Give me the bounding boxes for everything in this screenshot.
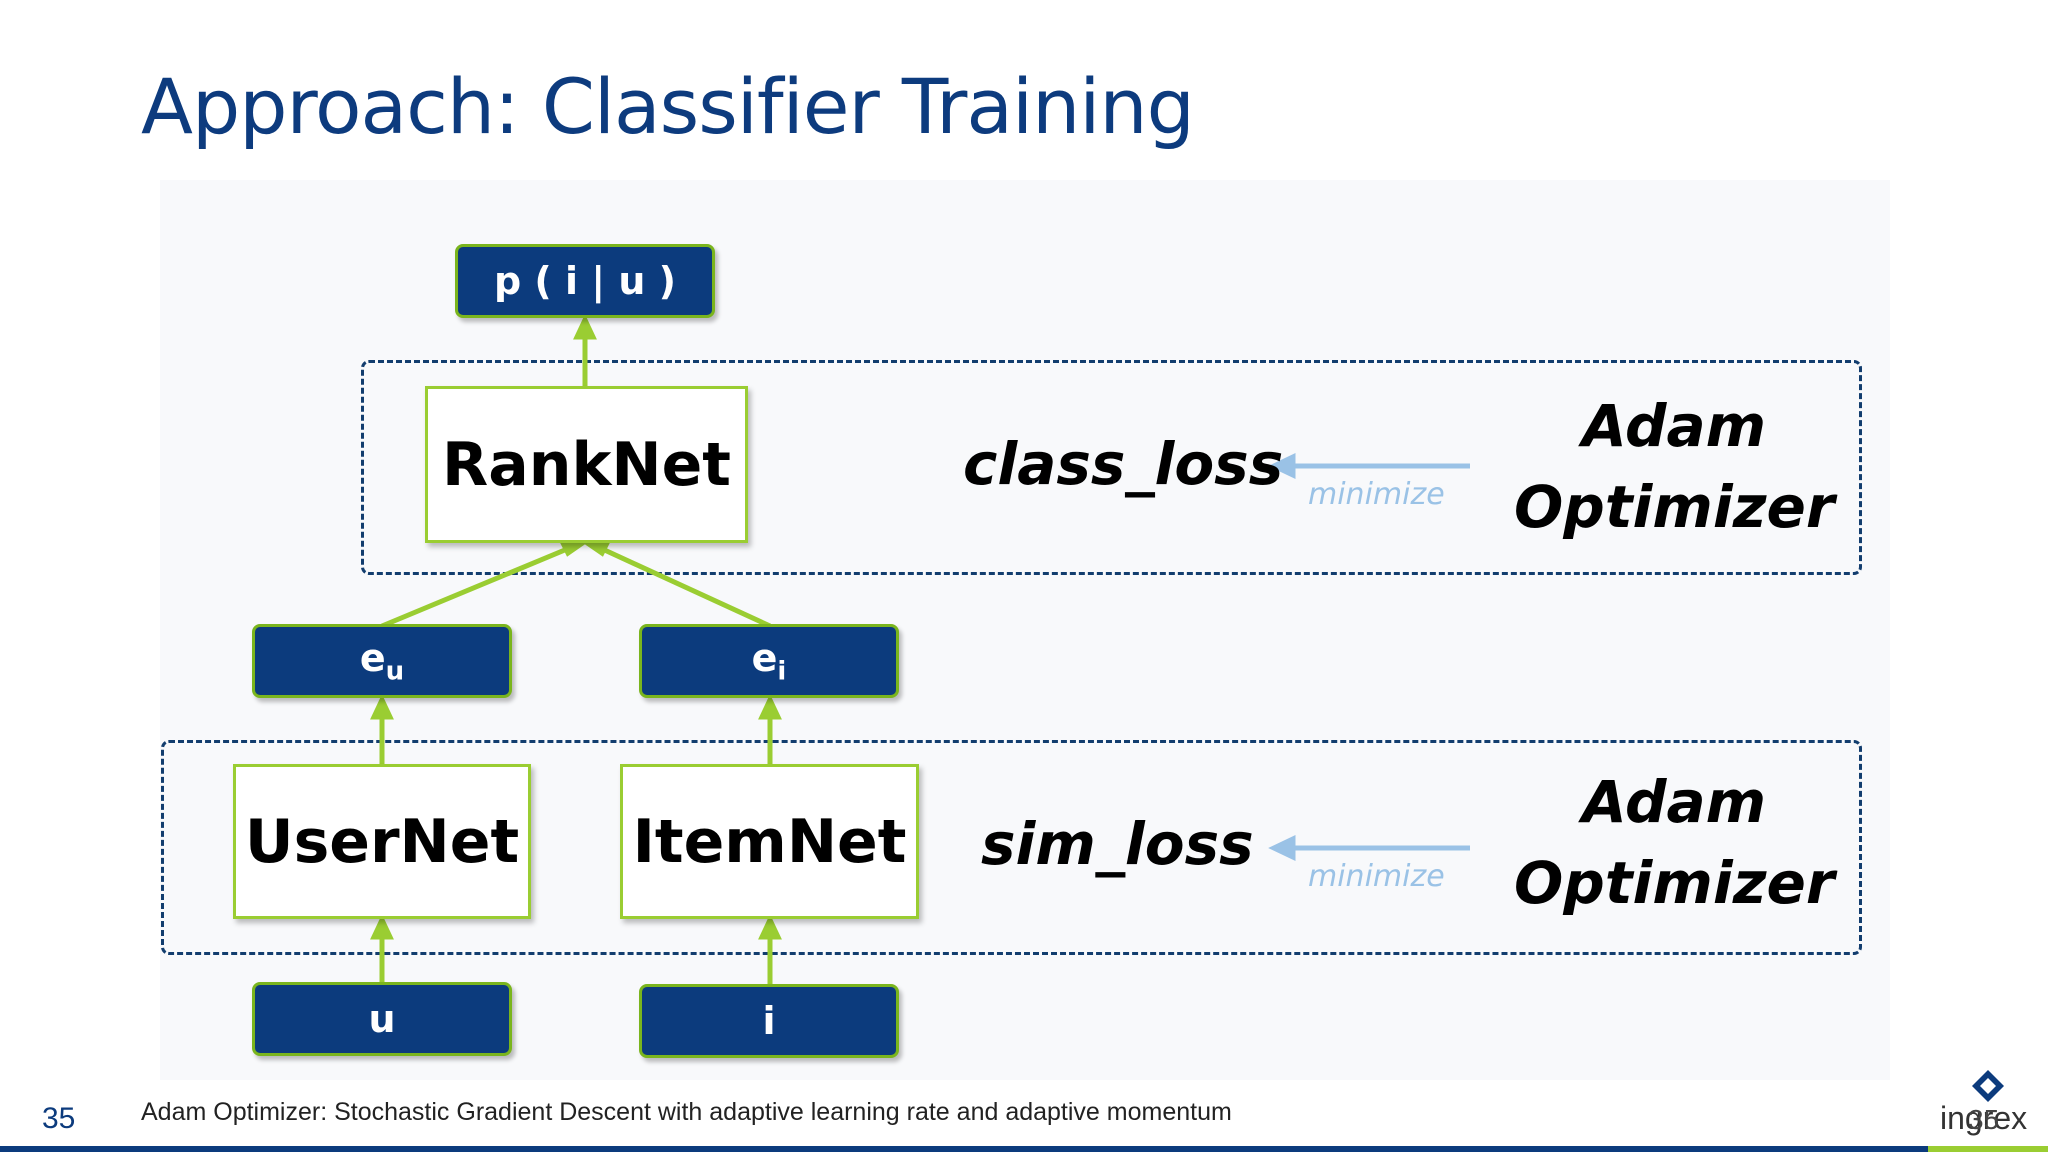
slide-title: Approach: Classifier Training xyxy=(141,62,1195,151)
bottom-minimize-label: minimize xyxy=(1308,859,1445,894)
bottom-bar-accent xyxy=(1928,1146,2048,1152)
usernet-box: UserNet xyxy=(233,764,531,919)
ei-to-ranknet-arrow xyxy=(596,544,772,629)
bottom-adam-optimizer-label: Adam Optimizer xyxy=(1514,768,1835,917)
classifier-loss-group xyxy=(361,360,1862,575)
itemnet-box: ItemNet xyxy=(620,764,919,919)
ranknet-label: RankNet xyxy=(442,429,731,500)
sim-loss-label: sim_loss xyxy=(981,810,1254,878)
output-probability-label: p ( i | u ) xyxy=(493,259,677,303)
class-loss-label: class_loss xyxy=(963,430,1284,498)
item-input-label: i xyxy=(762,999,776,1043)
top-minimize-label: minimize xyxy=(1308,477,1445,512)
user-input-label: u xyxy=(368,997,396,1041)
logo-page-number: 35 xyxy=(1968,1104,2000,1135)
bottom-bar xyxy=(0,1146,1928,1152)
footnote: Adam Optimizer: Stochastic Gradient Desc… xyxy=(141,1098,1232,1126)
ingrex-logo-text: ingrex xyxy=(1940,1100,2028,1136)
user-embedding-node: eu xyxy=(252,624,512,698)
ranknet-box: RankNet xyxy=(425,386,748,543)
item-input-node: i xyxy=(639,984,899,1058)
similarity-loss-group xyxy=(161,740,1862,955)
output-probability-node: p ( i | u ) xyxy=(455,244,715,318)
itemnet-label: ItemNet xyxy=(632,806,907,877)
top-adam-optimizer-label: Adam Optimizer xyxy=(1514,392,1835,541)
item-embedding-node: ei xyxy=(639,624,899,698)
item-embedding-label: ei xyxy=(751,635,787,687)
page-number: 35 xyxy=(42,1102,76,1135)
ingrex-logo-icon xyxy=(1972,1070,2004,1102)
user-input-node: u xyxy=(252,982,512,1056)
eu-to-ranknet-arrow xyxy=(381,544,573,629)
usernet-label: UserNet xyxy=(244,806,520,877)
user-embedding-label: eu xyxy=(359,635,405,687)
